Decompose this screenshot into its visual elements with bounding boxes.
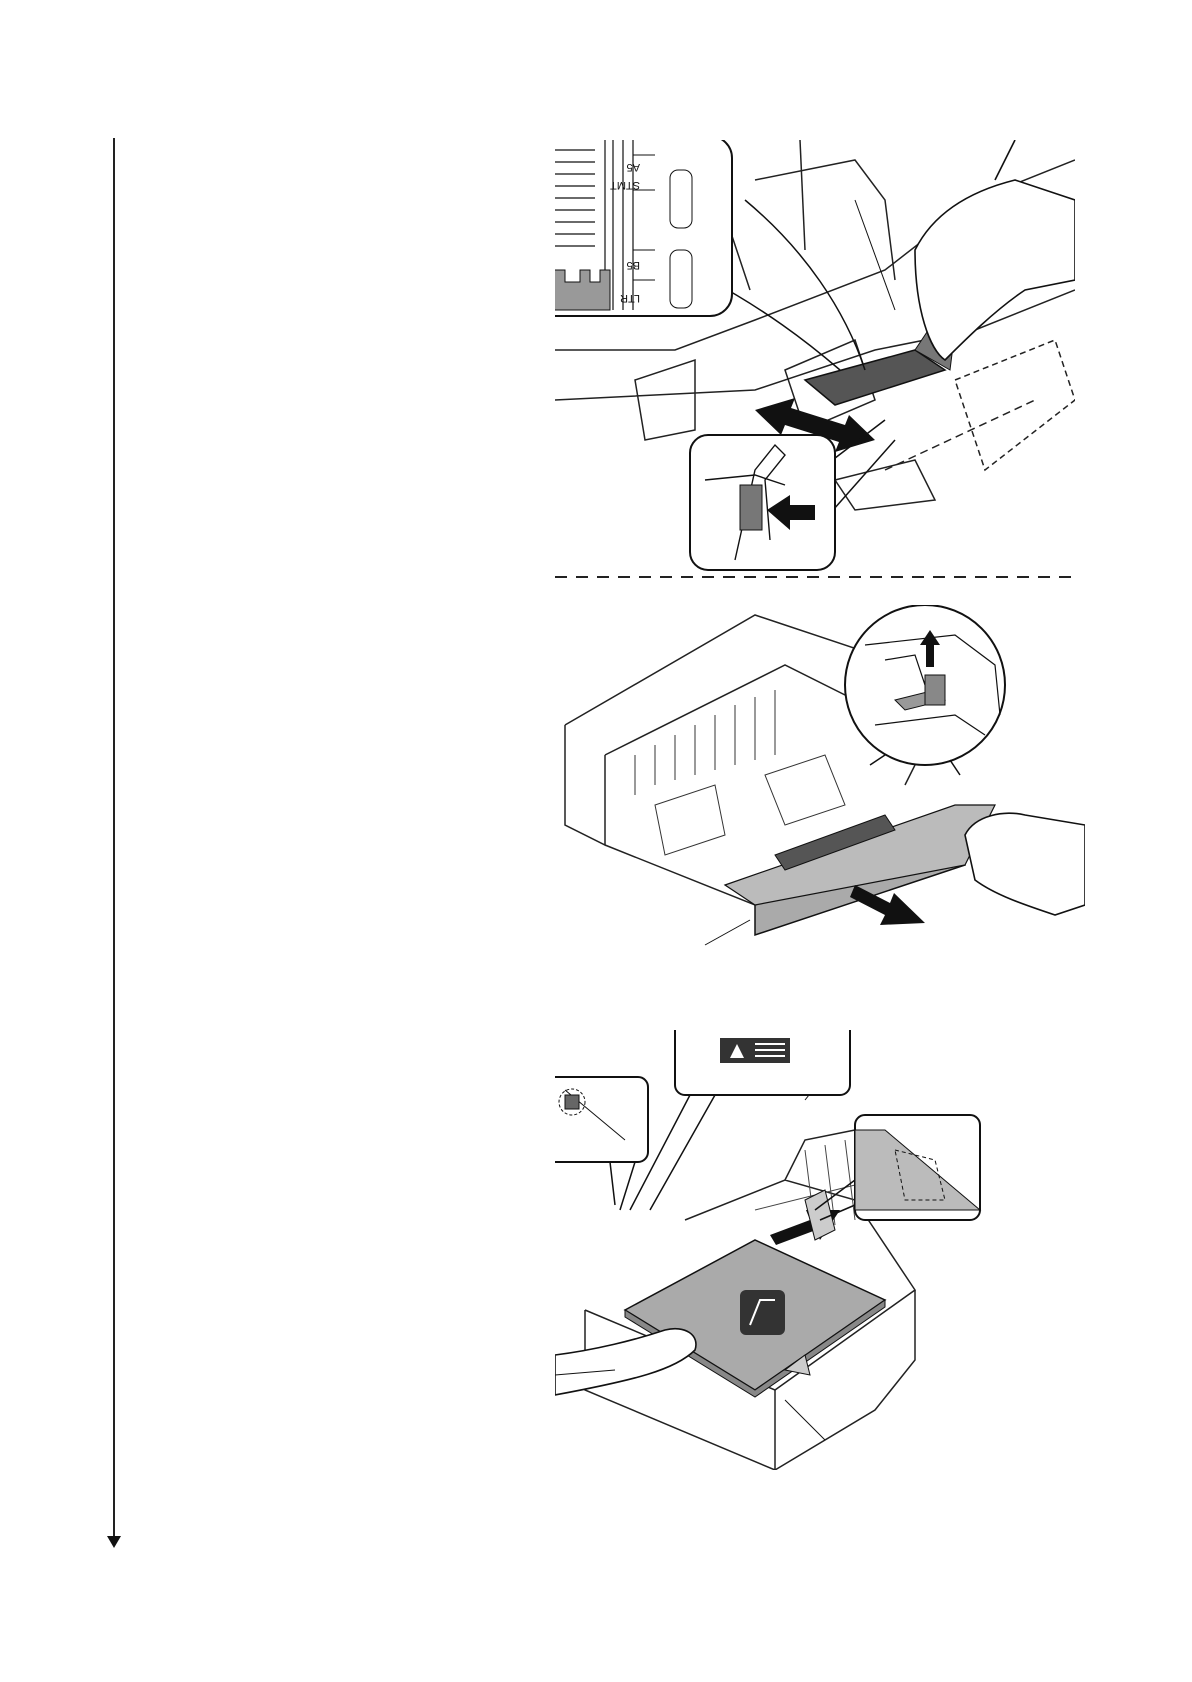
scale-label-b5: B5 xyxy=(627,259,640,271)
scale-label-a5: A5 xyxy=(627,161,640,173)
load-paper-illustration xyxy=(555,1030,1075,1470)
figure-load-paper xyxy=(555,1030,1075,1470)
figure-adjust-length-guide: A5 STMT B5 LTR xyxy=(555,140,1075,580)
scale-label-ltr: LTR xyxy=(620,292,640,304)
flow-arrow-down-icon xyxy=(107,1536,121,1548)
procedure-flow-line xyxy=(113,138,115,1538)
length-guide-illustration: A5 STMT B5 LTR xyxy=(555,140,1075,580)
tray-extension-illustration xyxy=(555,605,1085,965)
section-divider xyxy=(555,575,1075,579)
scale-label-stmt: STMT xyxy=(610,179,640,191)
figure-pull-tray-extension xyxy=(555,605,1085,965)
